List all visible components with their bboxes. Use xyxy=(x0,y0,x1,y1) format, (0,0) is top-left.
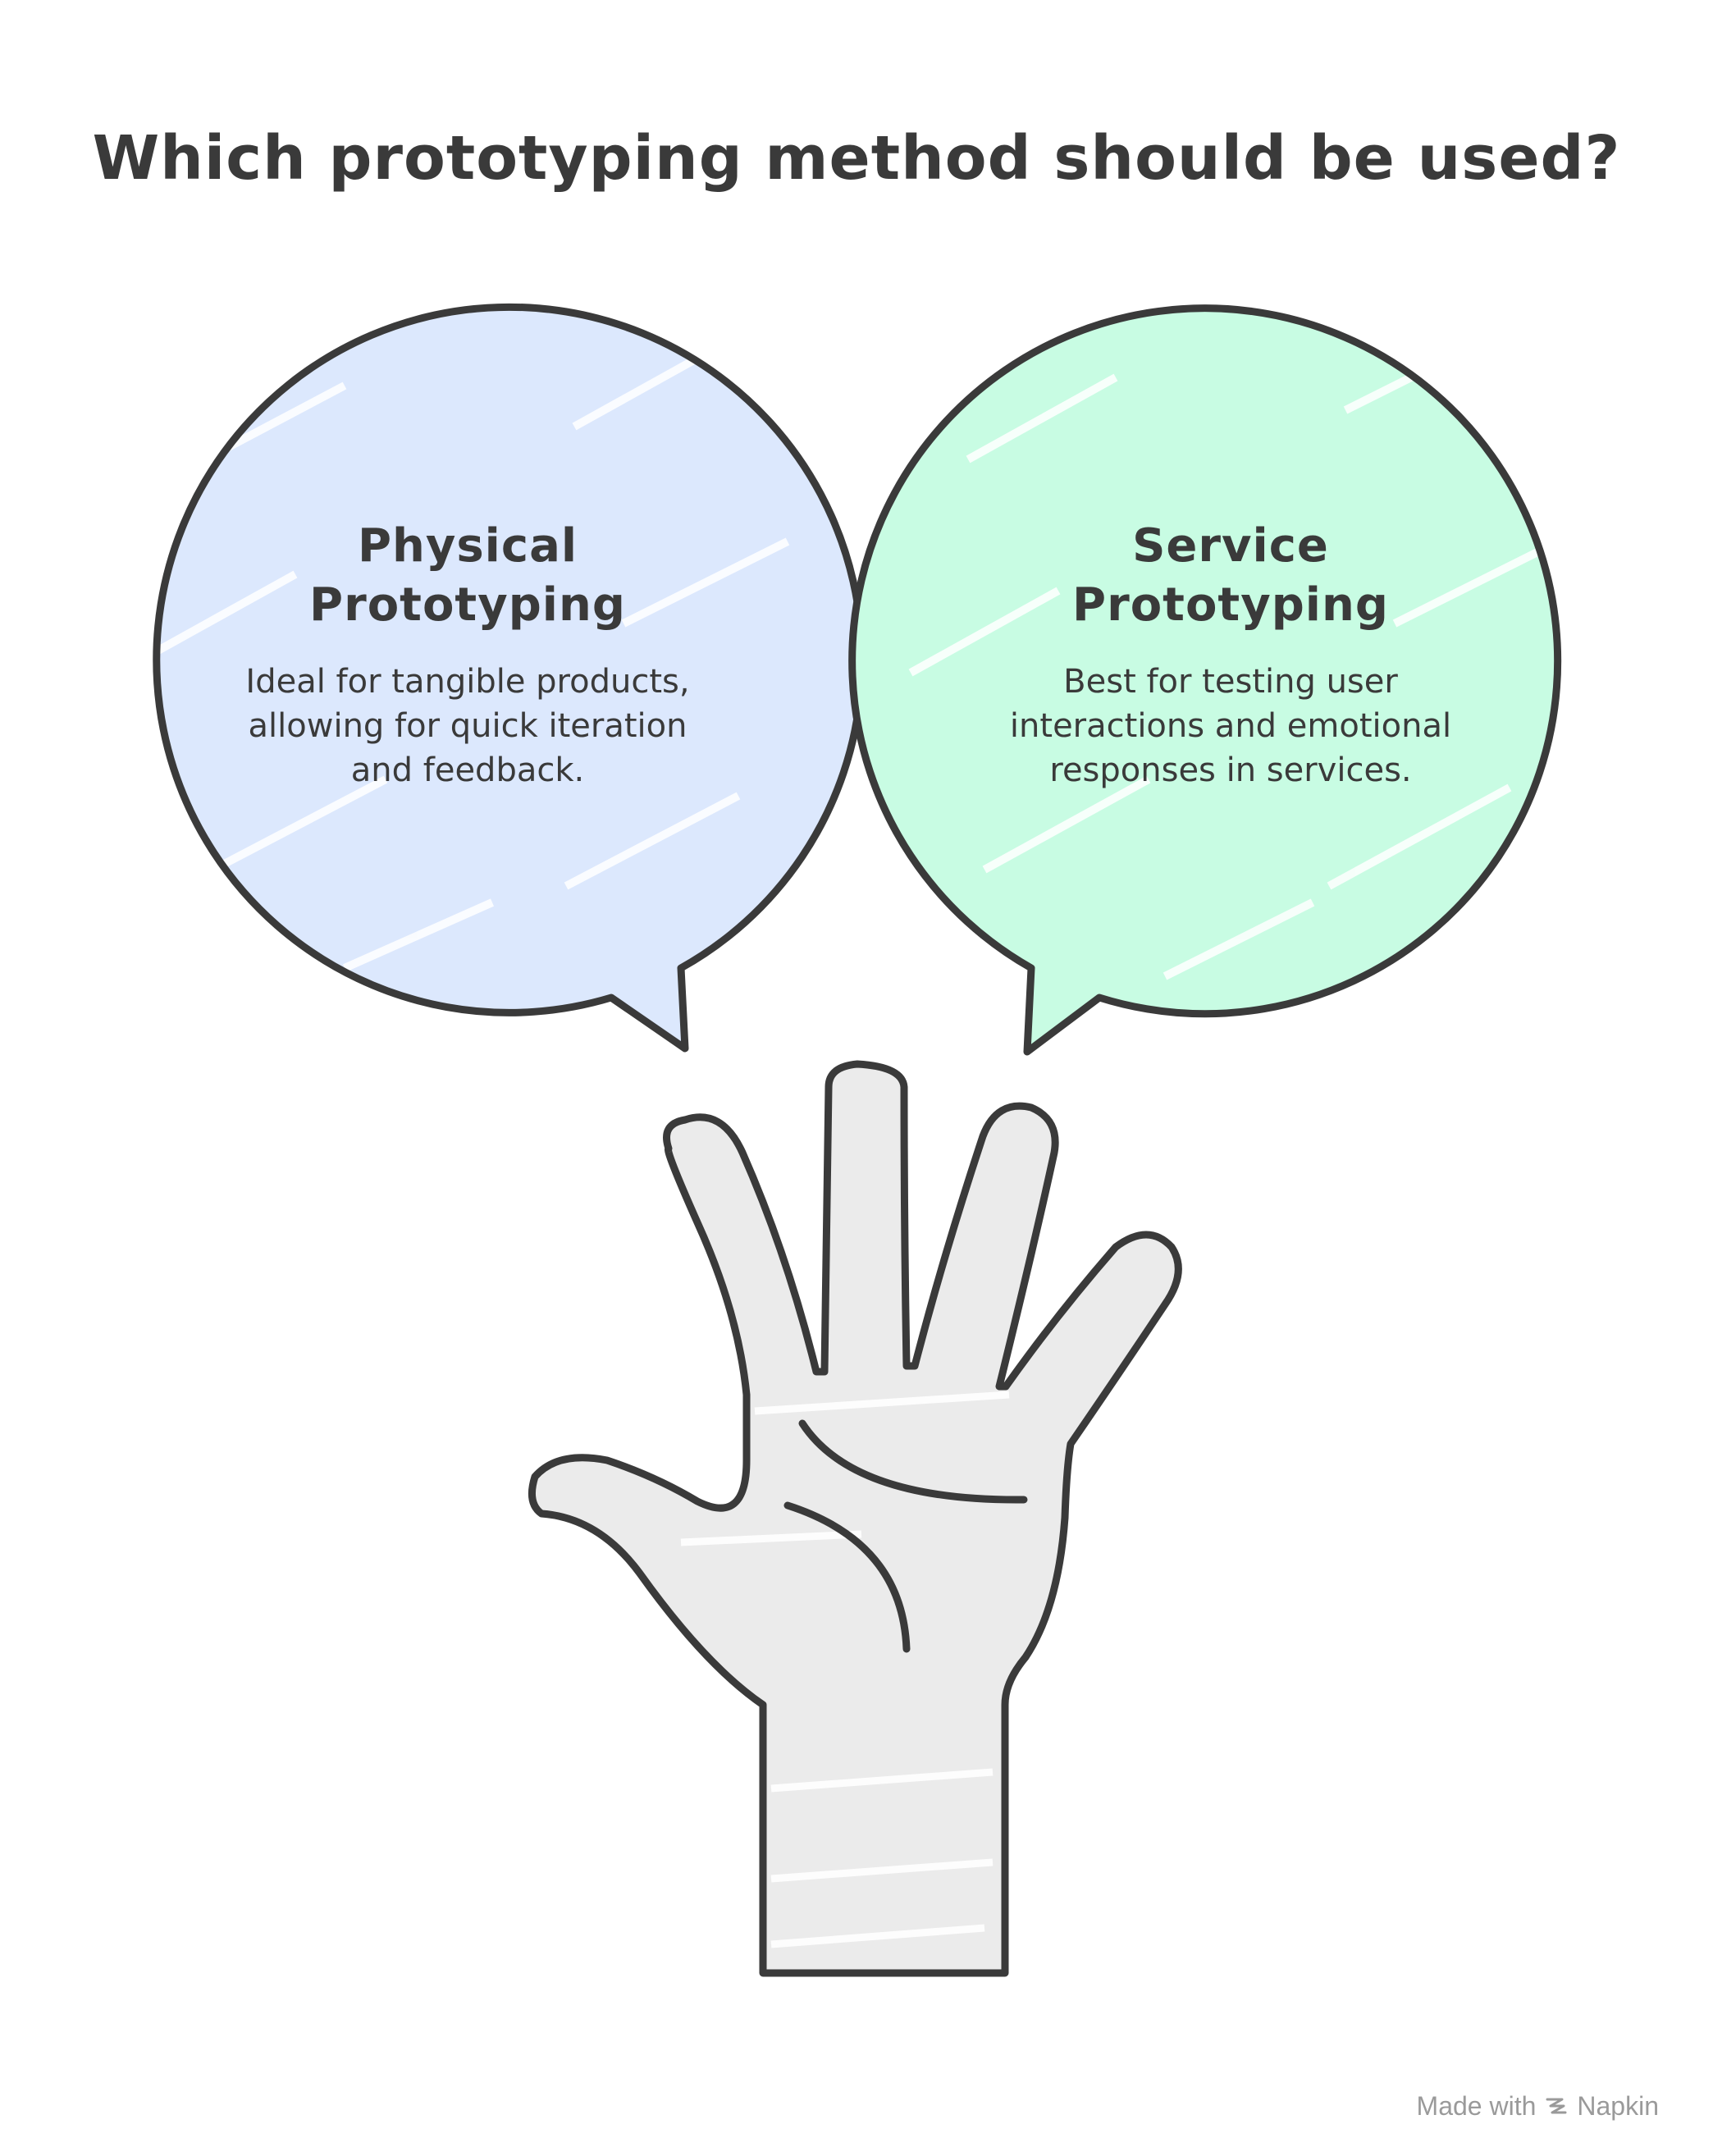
sketch-hatch-hand xyxy=(680,1391,1010,1948)
hand-icon xyxy=(528,1060,1182,1977)
speech-bubble-service-outline xyxy=(848,304,1562,1056)
option-service: Service Prototyping Best for testing use… xyxy=(1001,517,1460,793)
palm-line-lower xyxy=(783,1501,911,1653)
speech-bubble-physical-fill xyxy=(156,307,862,1048)
sketch-hatch-left xyxy=(145,340,790,972)
footer-brand: Napkin xyxy=(1577,2091,1659,2121)
footer-made-with: Made with xyxy=(1416,2091,1537,2121)
speech-bubble-service-fill xyxy=(852,308,1558,1052)
option-physical-description: Ideal for tangible products, allowing fo… xyxy=(245,663,690,789)
option-service-heading: Service Prototyping xyxy=(1072,519,1389,632)
option-physical: Physical Prototyping Ideal for tangible … xyxy=(238,517,697,793)
speech-bubble-service xyxy=(848,304,1562,1056)
page-title: Which prototyping method should be used? xyxy=(92,123,1621,194)
hand-illustration xyxy=(528,1060,1182,1977)
option-service-description: Best for testing user interactions and e… xyxy=(1009,663,1452,789)
napkin-logo-icon xyxy=(1546,2098,1567,2113)
option-physical-heading: Physical Prototyping xyxy=(309,519,626,632)
speech-bubble-physical xyxy=(145,303,866,1053)
footer-attribution[interactable]: Made with Napkin xyxy=(1417,2091,1659,2122)
sketch-hatch-right xyxy=(908,332,1561,980)
palm-line-upper xyxy=(798,1419,1028,1504)
